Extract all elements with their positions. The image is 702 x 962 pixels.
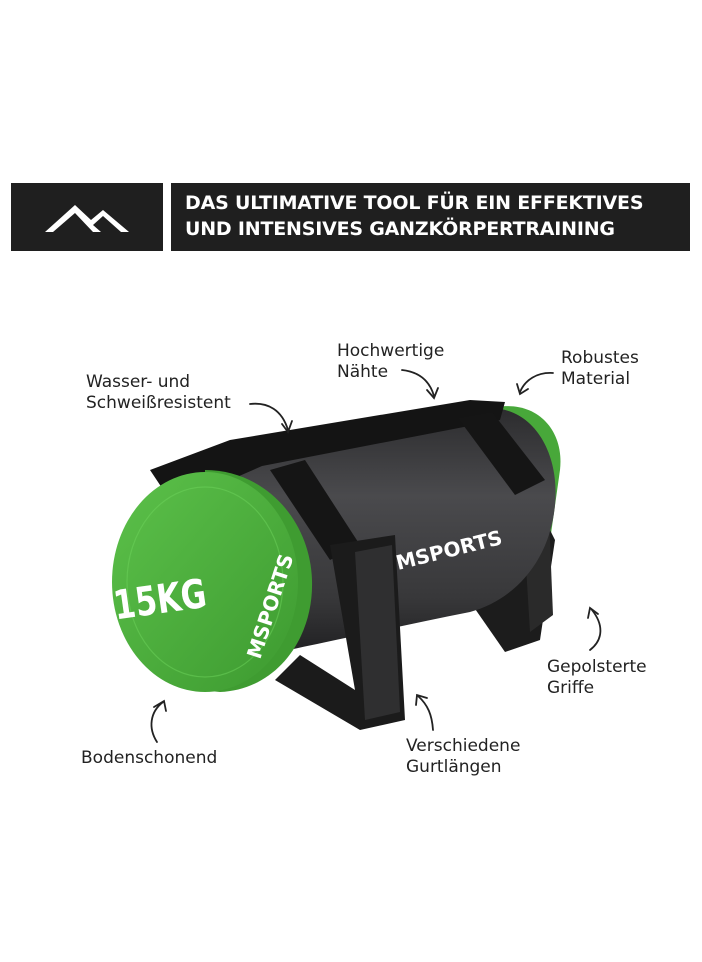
callout-material: Robustes Material <box>561 348 639 389</box>
banner-title: DAS ULTIMATIVE TOOL FÜR EIN EFFEKTIVES U… <box>171 183 690 251</box>
front-cap <box>112 472 298 692</box>
front-grip <box>355 545 400 720</box>
mountain-logo-icon <box>45 205 129 232</box>
callout-grips: Gepolsterte Griffe <box>547 657 647 698</box>
header-banner: DAS ULTIMATIVE TOOL FÜR EIN EFFEKTIVES U… <box>11 183 690 251</box>
callout-floor: Bodenschonend <box>81 748 218 768</box>
cross-strap-left <box>270 460 360 560</box>
logo-box <box>11 183 163 251</box>
callout-seams: Hochwertige Nähte <box>337 341 445 382</box>
callout-straps: Verschiedene Gurtlängen <box>406 736 521 777</box>
arrow-water-icon <box>249 402 289 431</box>
banner-title-line-2: UND INTENSIVES GANZKÖRPERTRAINING <box>185 218 615 240</box>
arrow-grips-icon <box>589 609 602 651</box>
arrow-seams-icon <box>401 369 435 397</box>
callout-water-resistant: Wasser- und Schweißresistent <box>86 372 231 413</box>
cross-strap-right <box>458 412 545 495</box>
arrow-straps-icon <box>417 695 434 731</box>
top-strap <box>150 400 505 500</box>
arrow-floor-icon <box>150 701 164 743</box>
arrow-material-icon <box>519 372 554 393</box>
banner-title-line-1: DAS ULTIMATIVE TOOL FÜR EIN EFFEKTIVES <box>185 192 644 214</box>
